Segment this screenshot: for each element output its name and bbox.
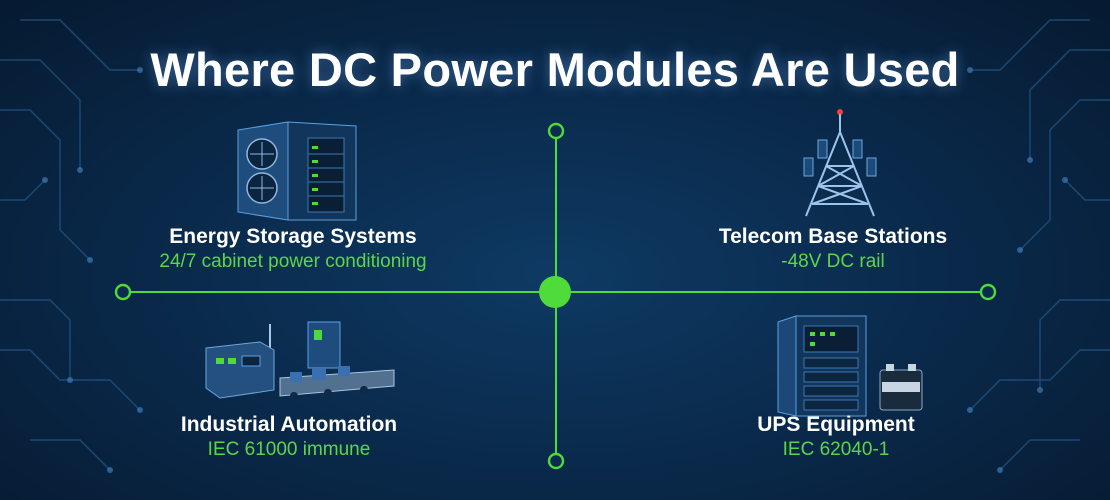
connector-node-top [547, 122, 565, 140]
connector-node-bottom [547, 452, 565, 470]
application-title: Industrial Automation [180, 413, 398, 436]
application-subtitle: IEC 62040-1 [782, 439, 890, 460]
application-title: UPS Equipment [757, 413, 915, 436]
application-title: Telecom Base Stations [718, 225, 948, 248]
connector-node-right [979, 283, 997, 301]
ups-cabinet-icon [777, 315, 923, 417]
application-card-telecom: Telecom Base Stations -48V DC rail [653, 224, 1013, 274]
connector-hub [539, 276, 571, 308]
application-card-industrial: Industrial Automation IEC 61000 immune [109, 412, 469, 462]
application-subtitle: 24/7 cabinet power conditioning [159, 251, 427, 272]
telecom-tower-icon [803, 109, 877, 217]
application-subtitle: IEC 61000 immune [207, 439, 371, 460]
connector-node-left [114, 283, 132, 301]
energy-storage-cabinet-icon [237, 121, 357, 221]
industrial-automation-icon [205, 321, 395, 400]
application-card-ups: UPS Equipment IEC 62040-1 [656, 412, 1016, 462]
page-title: Where DC Power Modules Are Used [150, 43, 960, 96]
application-subtitle: -48V DC rail [781, 251, 885, 272]
application-title: Energy Storage Systems [169, 225, 417, 248]
application-card-energy-storage: Energy Storage Systems 24/7 cabinet powe… [113, 224, 473, 274]
